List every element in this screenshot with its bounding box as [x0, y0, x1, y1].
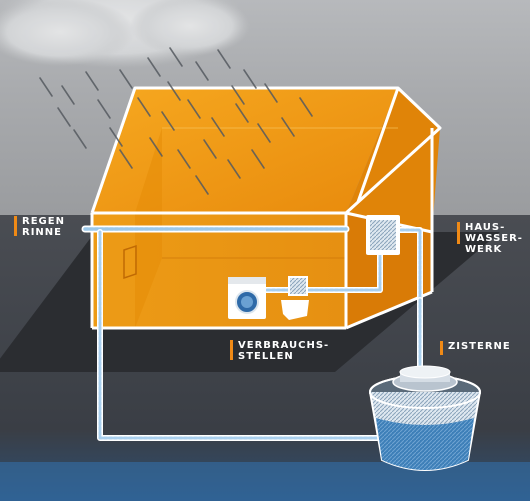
rain	[39, 47, 313, 195]
label-hauswasserwerk-line3: WERK	[465, 244, 503, 255]
house-water-pump	[366, 215, 400, 255]
label-regenrinne-line1: REGEN	[22, 216, 65, 227]
roof-front	[92, 88, 398, 213]
label-verbrauchsstellen: VERBRAUCHS- STELLEN	[230, 340, 329, 362]
label-regenrinne-line2: RINNE	[22, 227, 62, 238]
cistern	[369, 365, 481, 471]
label-hauswasserwerk: HAUS- WASSER- WERK	[457, 222, 523, 255]
label-zisterne-line1: ZISTERNE	[448, 341, 511, 352]
toilet	[281, 276, 309, 320]
label-hauswasserwerk-line2: WASSER-	[465, 233, 523, 244]
label-regenrinne: REGEN RINNE	[14, 216, 65, 238]
label-hauswasserwerk-line1: HAUS-	[465, 222, 506, 233]
label-verbrauchsstellen-line1: VERBRAUCHS-	[238, 340, 330, 351]
label-verbrauchsstellen-line2: STELLEN	[238, 351, 294, 362]
cloud	[0, 0, 250, 68]
label-zisterne: ZISTERNE	[440, 341, 511, 355]
roof-side	[346, 88, 440, 232]
house	[90, 86, 442, 330]
washing-machine	[228, 277, 266, 319]
